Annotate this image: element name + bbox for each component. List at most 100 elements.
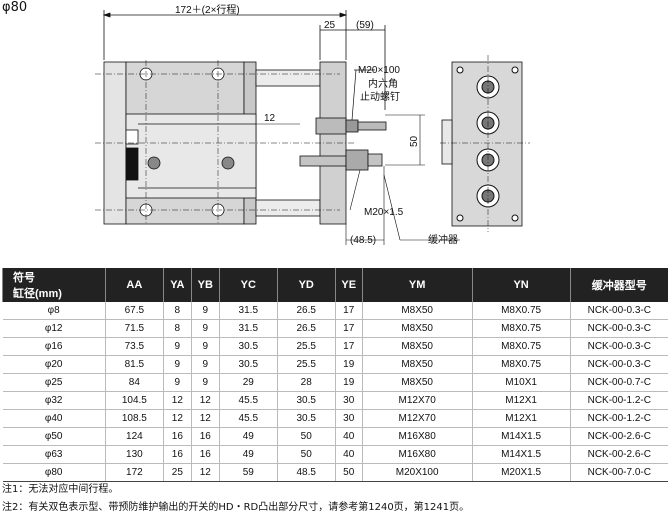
header-corner-bottom: 缸径(mm) — [13, 288, 62, 300]
bore-cell: φ40 — [2, 409, 106, 428]
table-cell: 9 — [190, 319, 220, 338]
table-cell: 45.5 — [218, 391, 278, 410]
table-cell: NCK-00-1.2-C — [569, 409, 668, 428]
table-cell: 124 — [104, 427, 164, 446]
dim-59-label: (59) — [356, 20, 374, 31]
header-corner: 符号 缸径(mm) — [2, 268, 106, 302]
table-cell: M8X50 — [361, 319, 473, 338]
table-cell: M14X1.5 — [471, 427, 571, 446]
table-cell: 130 — [104, 445, 164, 464]
table-cell: M10X1 — [471, 373, 571, 392]
table-cell: 9 — [190, 373, 220, 392]
table-cell: M12X1 — [471, 391, 571, 410]
bore-cell: φ16 — [2, 337, 106, 356]
table-cell: 31.5 — [218, 302, 278, 320]
note-1: 注1：无法对应中间行程。 — [2, 484, 119, 495]
table-cell: NCK-00-1.2-C — [569, 391, 668, 410]
table-cell: M20X100 — [361, 463, 473, 482]
table-cell: 16 — [162, 427, 192, 446]
table-cell: M12X70 — [361, 391, 473, 410]
table-cell: M20X1.5 — [471, 463, 571, 482]
table-cell: 31.5 — [218, 319, 278, 338]
header-ye: YE — [334, 268, 363, 302]
table-cell: 26.5 — [276, 302, 336, 320]
table-cell: 30 — [334, 409, 363, 428]
callout-bolt: M20×100 — [358, 65, 400, 76]
bore-cell: φ25 — [2, 373, 106, 392]
table-cell: M8X0.75 — [471, 319, 571, 338]
table-cell: M16X80 — [361, 427, 473, 446]
table-cell: 30.5 — [218, 355, 278, 374]
table-cell: NCK-00-0.3-C — [569, 319, 668, 338]
header-ya: YA — [162, 268, 192, 302]
table-cell: 12 — [162, 409, 192, 428]
callout-hex-2: 止动螺钉 — [360, 91, 400, 103]
table-cell: 17 — [334, 319, 363, 338]
center-lines — [95, 60, 355, 225]
table-cell: M8X0.75 — [471, 302, 571, 320]
table-cell: 50 — [276, 427, 336, 446]
table-cell: 12 — [190, 409, 220, 428]
table-cell: 25.5 — [276, 355, 336, 374]
callout-hex-1: 内六角 — [368, 77, 398, 90]
table-cell: M8X50 — [361, 355, 473, 374]
table-cell: 49 — [218, 427, 278, 446]
table-cell: 9 — [162, 337, 192, 356]
cylinder-front-view — [103, 61, 347, 225]
table-cell: 40 — [334, 427, 363, 446]
header-yd: YD — [276, 268, 336, 302]
table-cell: 9 — [190, 355, 220, 374]
table-cell: M12X70 — [361, 409, 473, 428]
table-cell: M8X0.75 — [471, 355, 571, 374]
table-cell: 45.5 — [218, 409, 278, 428]
table-cell: 104.5 — [104, 391, 164, 410]
dimension-top-right — [319, 25, 386, 110]
table-cell: 12 — [190, 391, 220, 410]
table-cell: 25.5 — [276, 337, 336, 356]
header-yc: YC — [218, 268, 278, 302]
table-cell: 30.5 — [218, 337, 278, 356]
table-cell: 16 — [190, 427, 220, 446]
table-cell: M12X1 — [471, 409, 571, 428]
table-cell: 9 — [190, 302, 220, 320]
callout-buffer: 缓冲器 — [428, 233, 458, 246]
table-cell: 9 — [162, 355, 192, 374]
table-cell: 26.5 — [276, 319, 336, 338]
header-yn: YN — [471, 268, 571, 302]
table-cell: 73.5 — [104, 337, 164, 356]
table-cell: 28 — [276, 373, 336, 392]
page-title: φ80 — [2, 0, 28, 15]
table-cell: 30.5 — [276, 391, 336, 410]
table-cell: 9 — [190, 337, 220, 356]
table-cell: 108.5 — [104, 409, 164, 428]
table-cell: M8X0.75 — [471, 337, 571, 356]
note-2: 注2：有关双色表示型、带预防维护输出的开关的HD・RD凸出部分尺寸，请参考第12… — [2, 502, 470, 513]
spec-table: 符号 缸径(mm) AA YA YB YC YD YE YM YN 缓冲器型号 … — [2, 268, 668, 482]
table-cell: 8 — [162, 319, 192, 338]
header-yb: YB — [190, 268, 220, 302]
header-ym: YM — [361, 268, 473, 302]
notes: 注1：无法对应中间行程。 注2：有关双色表示型、带预防维护输出的开关的HD・RD… — [2, 481, 469, 517]
table-cell: 84 — [104, 373, 164, 392]
table-cell: 81.5 — [104, 355, 164, 374]
header-buffer-model: 缓冲器型号 — [569, 268, 668, 302]
bore-cell: φ8 — [2, 302, 106, 320]
table-cell: 59 — [218, 463, 278, 482]
table-cell: 30.5 — [276, 409, 336, 428]
table-cell: 16 — [190, 445, 220, 464]
table-cell: NCK-00-7.0-C — [569, 463, 668, 482]
dim-485-label: (48.5) — [350, 235, 376, 246]
table-cell: 50 — [334, 463, 363, 482]
table-cell: 19 — [334, 355, 363, 374]
table-cell: NCK-00-2.6-C — [569, 445, 668, 464]
header-corner-top: 符号 — [13, 272, 35, 284]
dimension-50 — [385, 114, 425, 166]
table-cell: 40 — [334, 445, 363, 464]
table-cell: 48.5 — [276, 463, 336, 482]
